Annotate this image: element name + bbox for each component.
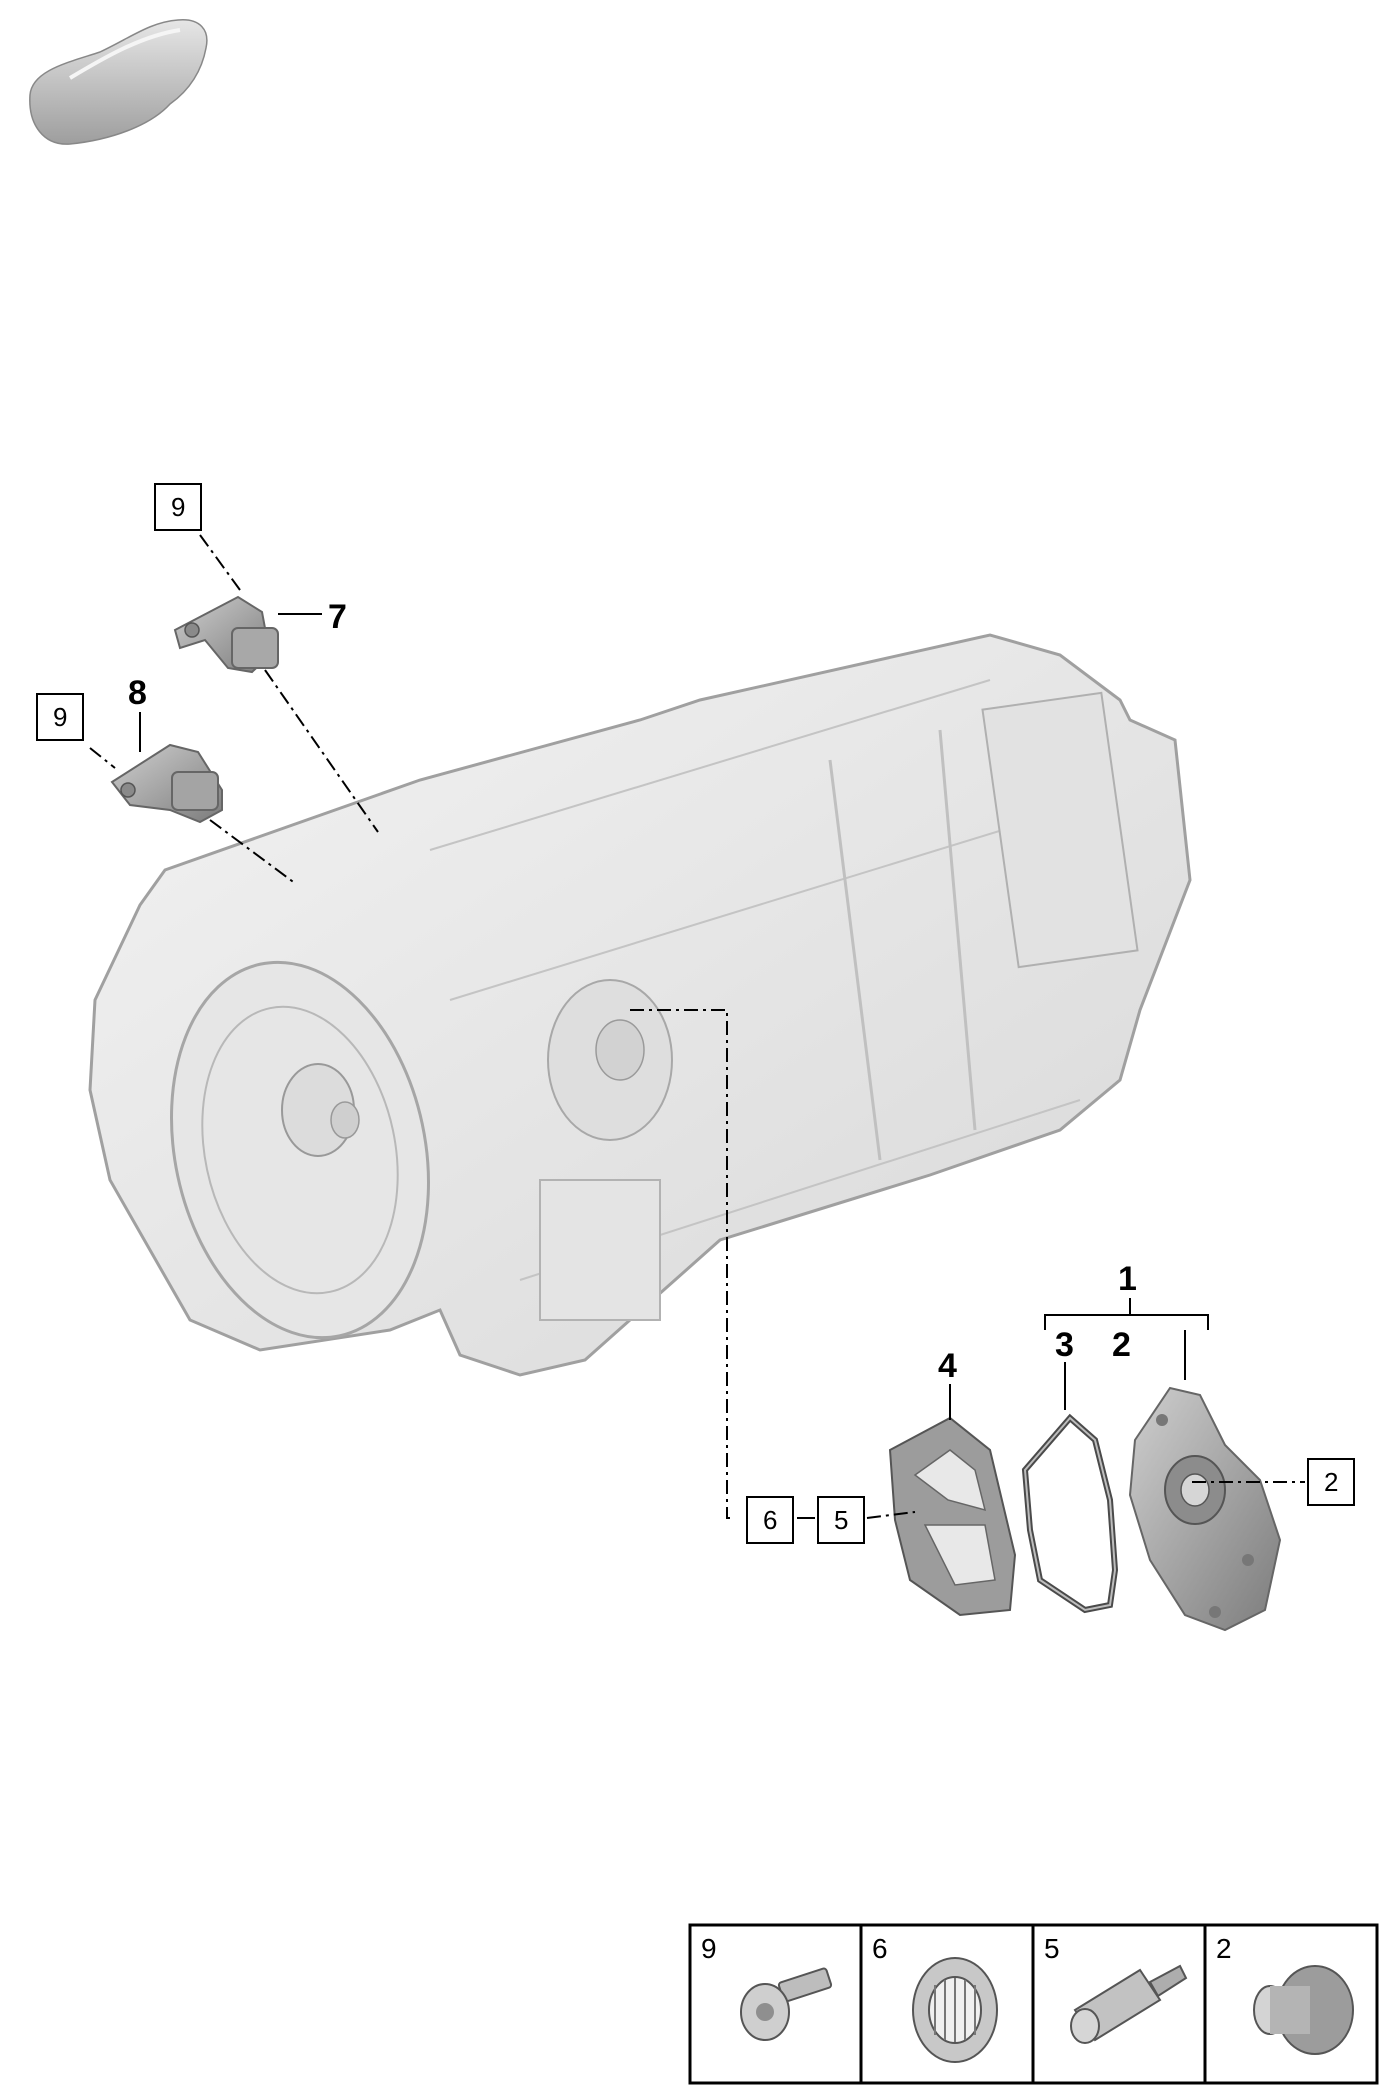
boxed-callout-6: 6 (746, 1496, 794, 1544)
boxed-callout-9-top: 9 (154, 483, 202, 531)
needle-bearing-icon (912, 1957, 998, 2063)
callout-4: 4 (938, 1347, 957, 1385)
part-8-sensor (110, 743, 223, 824)
part-7-sensor (173, 595, 279, 674)
callout-2: 2 (1112, 1326, 1131, 1364)
legend-cell-9: 9 (701, 1933, 833, 2041)
part-3-seal (1021, 1413, 1119, 1614)
legend-cell-6: 6 (872, 1933, 998, 2063)
legend-cell-2: 2 (1216, 1933, 1354, 2055)
boxed-callout-2: 2 (1307, 1458, 1355, 1506)
part-4-cover-frame (888, 1416, 1017, 1617)
callout-1: 1 (1118, 1260, 1137, 1298)
svg-text:6: 6 (763, 1505, 777, 1535)
plug-icon (1253, 1965, 1354, 2055)
svg-text:2: 2 (1324, 1467, 1338, 1497)
svg-text:9: 9 (171, 492, 185, 522)
boxed-callout-5: 5 (817, 1496, 865, 1544)
screw-icon (740, 1967, 833, 2041)
car-silhouette-icon (29, 19, 208, 145)
svg-text:9: 9 (53, 702, 67, 732)
transmission-housing (88, 633, 1192, 1377)
legend-number-9: 9 (701, 1933, 717, 1964)
callout-3: 3 (1055, 1326, 1074, 1364)
svg-text:5: 5 (834, 1505, 848, 1535)
legend-number-2: 2 (1216, 1933, 1232, 1964)
pin-icon (1070, 1964, 1188, 2044)
callout-8: 8 (128, 674, 147, 712)
legend-cell-5: 5 (1044, 1933, 1188, 2044)
callout-7: 7 (328, 598, 347, 636)
leader-lines (89, 534, 1305, 1519)
hardware-legend: 9 6 5 2 (688, 1923, 1379, 2085)
legend-number-6: 6 (872, 1933, 888, 1964)
legend-number-5: 5 (1044, 1933, 1060, 1964)
part-2-cover (1128, 1386, 1282, 1632)
boxed-callout-9-left: 9 (36, 693, 84, 741)
